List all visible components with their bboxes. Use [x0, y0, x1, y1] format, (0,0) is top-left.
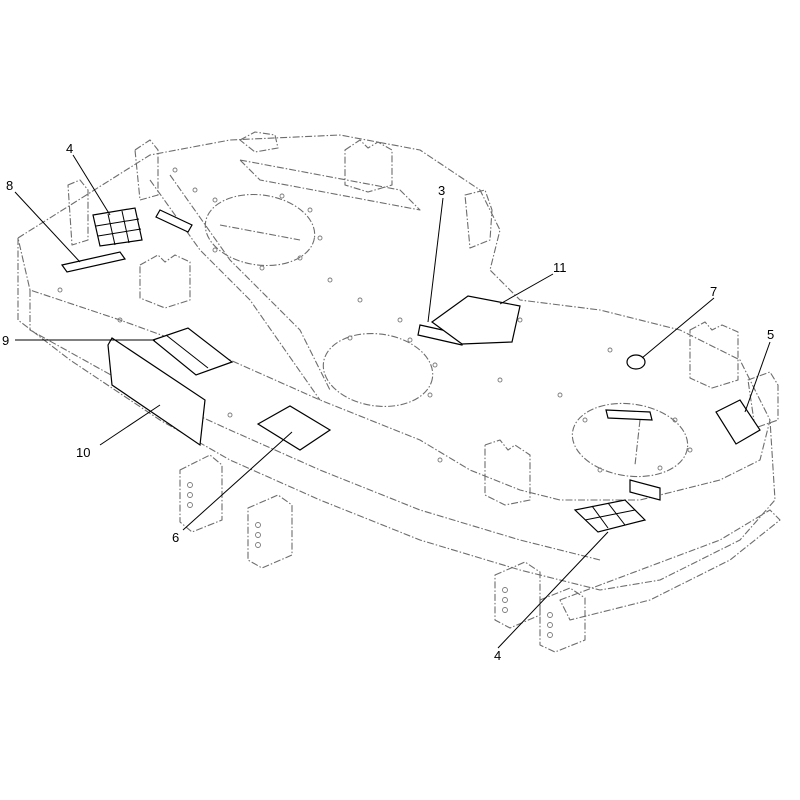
callout-8: 8	[6, 178, 13, 193]
decal-4-lower	[573, 499, 647, 533]
leader-10	[99, 404, 161, 446]
decal-9	[151, 327, 234, 376]
center-blade-opening	[322, 332, 434, 408]
decal-4-upper	[92, 207, 143, 247]
leader-8	[14, 191, 81, 263]
brackets	[67, 131, 779, 506]
leader-4-upper	[72, 154, 111, 216]
front-mounts	[179, 454, 586, 653]
decals	[60, 207, 761, 533]
leader-3	[427, 197, 444, 323]
callout-10: 10	[76, 445, 90, 460]
decal-10	[107, 337, 206, 447]
callout-7: 7	[710, 284, 717, 299]
bolt-holes	[57, 167, 693, 473]
decal-7	[626, 354, 646, 370]
callout-6: 6	[172, 530, 179, 545]
decal-small-upper	[155, 209, 193, 233]
leader-7	[641, 297, 715, 359]
callout-9: 9	[2, 333, 9, 348]
decal-11	[430, 295, 521, 345]
left-blade-opening	[204, 193, 316, 267]
blade-openings	[204, 193, 689, 478]
deck-outline	[17, 134, 781, 621]
callout-3: 3	[438, 183, 445, 198]
callout-11: 11	[553, 260, 567, 275]
right-blade-opening	[571, 402, 689, 478]
decal-8	[60, 251, 127, 273]
decal-small-right	[605, 409, 653, 421]
decal-strip-front	[629, 479, 661, 501]
callout-labels: 4 8 3 11 7 5 9 10 6 4	[2, 141, 774, 663]
callout-4-upper: 4	[66, 141, 73, 156]
leader-11	[499, 273, 554, 305]
decal-5	[715, 399, 761, 445]
leader-5	[744, 341, 771, 413]
leader-6	[182, 431, 293, 531]
leader-lines	[14, 154, 771, 649]
decal-6	[256, 405, 332, 451]
callout-4-lower: 4	[494, 648, 501, 663]
callout-5: 5	[767, 327, 774, 342]
leader-4-lower	[497, 531, 609, 649]
